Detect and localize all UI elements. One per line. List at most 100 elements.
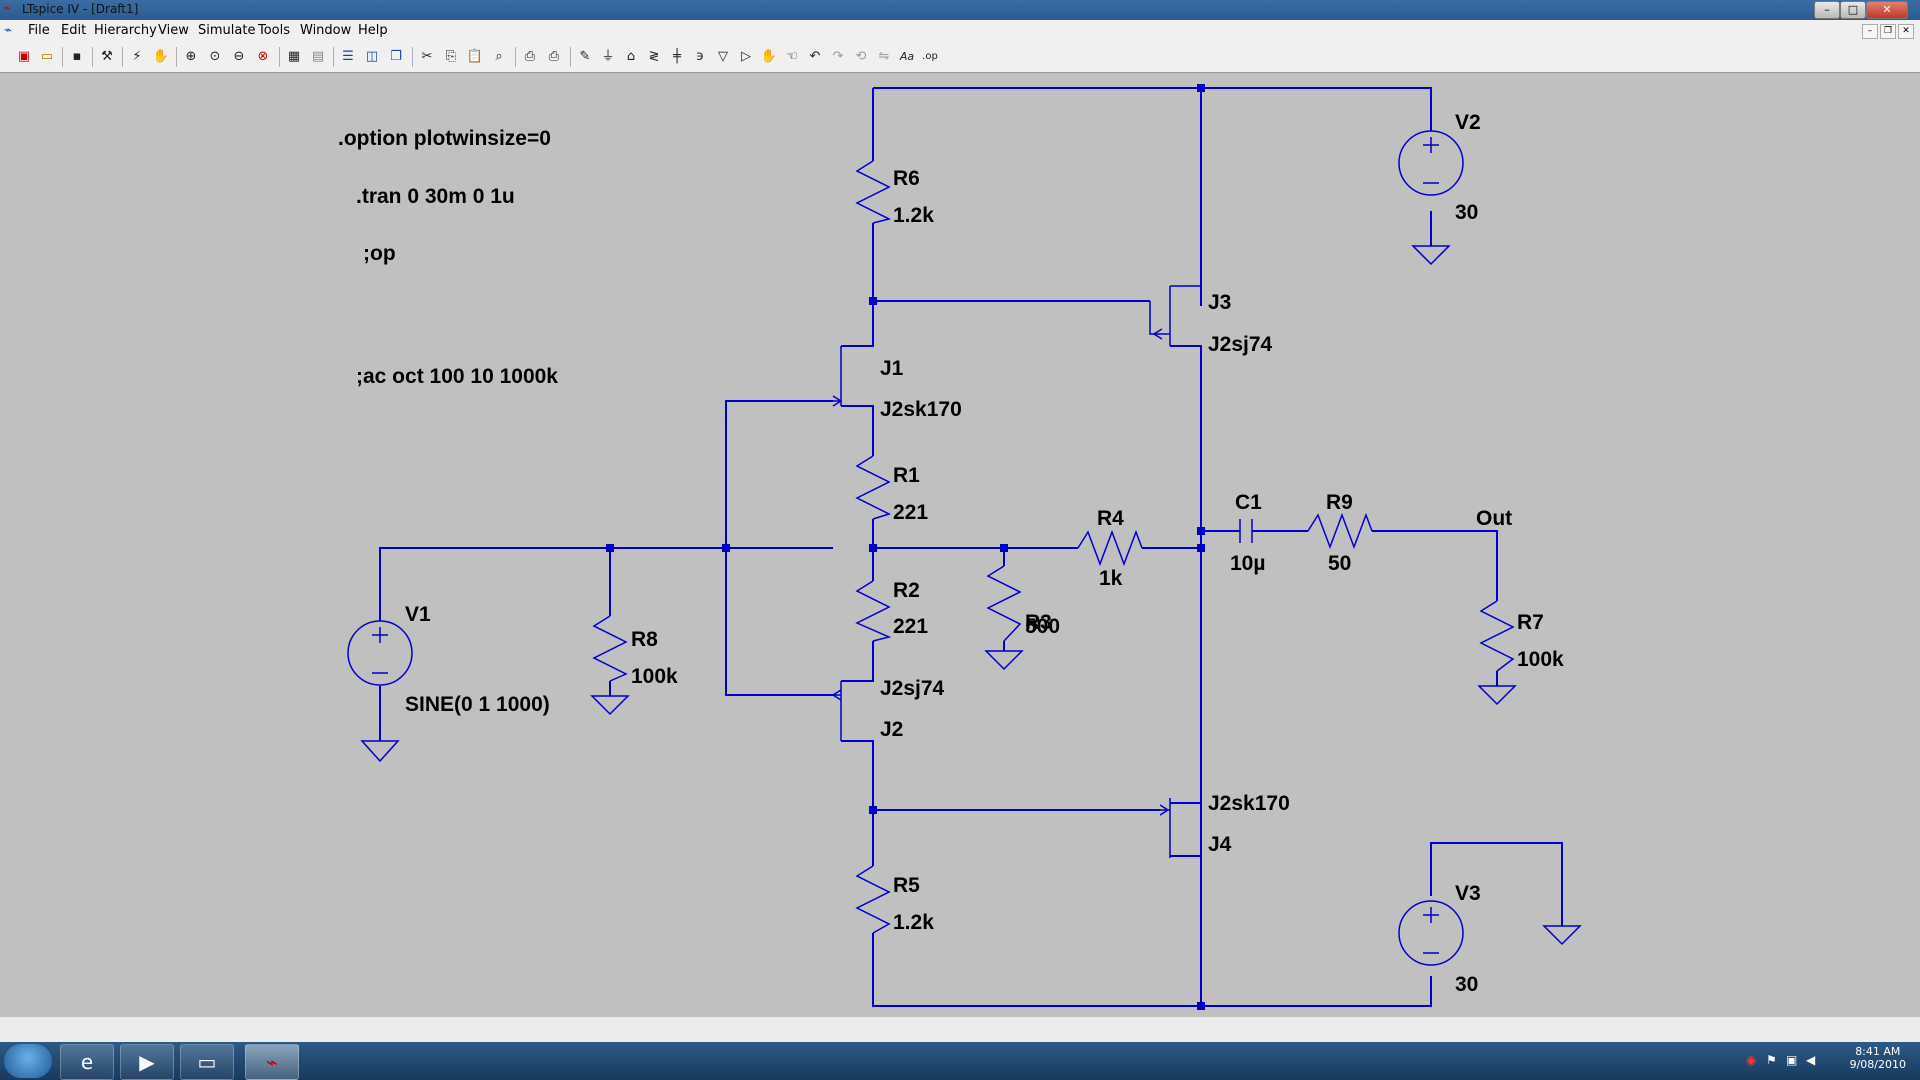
- resistor-R7-symbol[interactable]: [1479, 600, 1515, 672]
- component-icon[interactable]: ▷: [741, 49, 751, 64]
- minimize-button[interactable]: –: [1814, 1, 1840, 19]
- resistor-R4-symbol[interactable]: [1077, 529, 1143, 567]
- menu-hierarchy[interactable]: Hierarchy: [94, 23, 157, 38]
- doc-minimize-button[interactable]: –: [1862, 24, 1878, 39]
- voltage-source-V3-symbol[interactable]: [1398, 900, 1464, 966]
- menu-help[interactable]: Help: [358, 23, 388, 38]
- mirror-icon[interactable]: ⇋: [878, 49, 890, 64]
- menu-edit[interactable]: Edit: [61, 23, 87, 38]
- ground-icon[interactable]: ⏚: [601, 49, 615, 64]
- schematic-canvas[interactable]: .option plotwinsize=0 .tran 0 30m 0 1u ;…: [0, 72, 1920, 1017]
- junctions: [606, 84, 1205, 1010]
- run-icon[interactable]: ⚡: [132, 49, 142, 64]
- label-J3-value: J2sj74: [1208, 333, 1273, 356]
- ground-symbols: [360, 245, 1582, 946]
- inductor-icon[interactable]: ϶: [696, 49, 704, 64]
- menu-window[interactable]: Window: [300, 23, 352, 38]
- resistor-R5-symbol[interactable]: [855, 865, 891, 934]
- capacitor-icon[interactable]: ╪: [673, 49, 681, 64]
- label-R8-name: R8: [631, 628, 658, 651]
- zoom-out-icon[interactable]: ⊖: [233, 49, 245, 64]
- close-button[interactable]: ✕: [1866, 1, 1908, 19]
- menu-view[interactable]: View: [158, 23, 189, 38]
- copy-icon[interactable]: ⎘: [445, 49, 457, 64]
- redo-icon[interactable]: ↷: [832, 49, 844, 64]
- volume-icon[interactable]: ◀: [1806, 1053, 1816, 1067]
- doc-restore-button[interactable]: ❐: [1880, 24, 1896, 39]
- media-player-icon[interactable]: ▶: [120, 1044, 174, 1080]
- menu-tools[interactable]: Tools: [258, 23, 291, 38]
- paste-icon[interactable]: 📋: [466, 49, 484, 64]
- print-preview-icon[interactable]: ⎙: [548, 49, 560, 64]
- jfet-J4-symbol[interactable]: [1159, 798, 1171, 858]
- file-explorer-icon[interactable]: ▭: [180, 1044, 234, 1080]
- spice-directives[interactable]: .option plotwinsize=0 .tran 0 30m 0 1u ;…: [338, 127, 558, 388]
- diode-icon[interactable]: ▽: [718, 49, 728, 64]
- cascade-icon[interactable]: ❐: [390, 49, 402, 64]
- cut-icon[interactable]: ✂: [421, 49, 433, 64]
- status-bar: [0, 1016, 1920, 1043]
- label-R1-name: R1: [893, 464, 920, 487]
- move-icon[interactable]: ✋: [760, 49, 778, 64]
- maximize-button[interactable]: □: [1840, 1, 1866, 19]
- new-schematic-icon[interactable]: ▣: [17, 49, 31, 64]
- wire-icon[interactable]: ✎: [579, 49, 591, 64]
- spice-directive-icon[interactable]: .op: [922, 51, 938, 62]
- ltspice-taskbar-icon[interactable]: ⌁: [245, 1044, 299, 1080]
- label-R2-name: R2: [893, 579, 920, 602]
- voltage-source-V1-symbol[interactable]: [347, 620, 413, 686]
- menu-bar: ⌁ File Edit Hierarchy View Simulate Tool…: [0, 20, 1920, 43]
- save-icon[interactable]: ▪: [72, 49, 82, 64]
- action-center-flag-icon[interactable]: ⚑: [1766, 1053, 1777, 1067]
- resistor-R8-symbol[interactable]: [592, 615, 628, 682]
- capacitor-C1-symbol[interactable]: [1239, 519, 1260, 543]
- menu-file[interactable]: File: [28, 23, 50, 38]
- label-R6-name: R6: [893, 167, 920, 190]
- rotate-icon[interactable]: ⟲: [855, 49, 867, 64]
- mdi-document-icon[interactable]: ⌁: [4, 23, 12, 38]
- antivirus-tray-icon[interactable]: ◉: [1746, 1053, 1757, 1067]
- start-button[interactable]: [4, 1044, 52, 1078]
- jfet-J1-symbol[interactable]: [832, 346, 843, 407]
- undo-icon[interactable]: ↶: [809, 49, 821, 64]
- autorange-icon[interactable]: ▦: [287, 49, 301, 64]
- tile-horizontal-icon[interactable]: ☰: [342, 49, 354, 64]
- jfet-J2-symbol[interactable]: [831, 681, 842, 741]
- clock[interactable]: 8:41 AM 9/08/2010: [1850, 1045, 1906, 1071]
- label-J2-value: J2sj74: [880, 677, 945, 700]
- drag-icon[interactable]: ☜: [786, 49, 798, 64]
- halt-icon[interactable]: ✋: [152, 49, 170, 64]
- fft-icon[interactable]: ▤: [311, 49, 325, 64]
- tile-vertical-icon[interactable]: ◫: [365, 49, 379, 64]
- directive-option: .option plotwinsize=0: [338, 127, 551, 150]
- zoom-in-icon[interactable]: ⊕: [185, 49, 197, 64]
- resistor-icon[interactable]: ≷: [648, 49, 660, 64]
- resistor-R3-symbol[interactable]: [986, 565, 1022, 642]
- open-icon[interactable]: ▭: [40, 49, 54, 64]
- menu-simulate[interactable]: Simulate: [198, 23, 256, 38]
- clock-date: 9/08/2010: [1849, 1058, 1906, 1071]
- label-R6-value: 1.2k: [893, 204, 934, 227]
- wires: [379, 87, 1563, 1007]
- text-icon[interactable]: Aa: [899, 50, 915, 63]
- label-C1-value: 10µ: [1230, 552, 1265, 575]
- voltage-source-V2-symbol[interactable]: [1398, 130, 1464, 196]
- label-icon[interactable]: ⌂: [626, 49, 636, 64]
- zoom-pan-icon[interactable]: ⊙: [209, 49, 221, 64]
- jfet-J3-symbol[interactable]: [1149, 285, 1201, 346]
- resistor-R2-symbol[interactable]: [855, 580, 892, 642]
- label-V3-value: 30: [1455, 973, 1478, 996]
- zoom-fit-icon[interactable]: ⊗: [257, 49, 269, 64]
- doc-close-button[interactable]: ✕: [1898, 24, 1914, 39]
- label-R2-value: 221: [893, 615, 928, 638]
- find-icon[interactable]: ⌕: [495, 49, 503, 64]
- label-R7-value: 100k: [1517, 648, 1564, 671]
- resistor-R9-symbol[interactable]: [1307, 512, 1373, 550]
- resistor-R6-symbol[interactable]: [855, 160, 892, 224]
- control-panel-icon[interactable]: ⚒: [101, 49, 113, 64]
- network-icon[interactable]: ▣: [1786, 1053, 1798, 1067]
- print-icon[interactable]: ⎙: [524, 49, 536, 64]
- resistor-R1-symbol[interactable]: [855, 455, 891, 520]
- window-title: LTspice IV - [Draft1]: [22, 2, 139, 16]
- internet-explorer-icon[interactable]: e: [60, 1044, 114, 1080]
